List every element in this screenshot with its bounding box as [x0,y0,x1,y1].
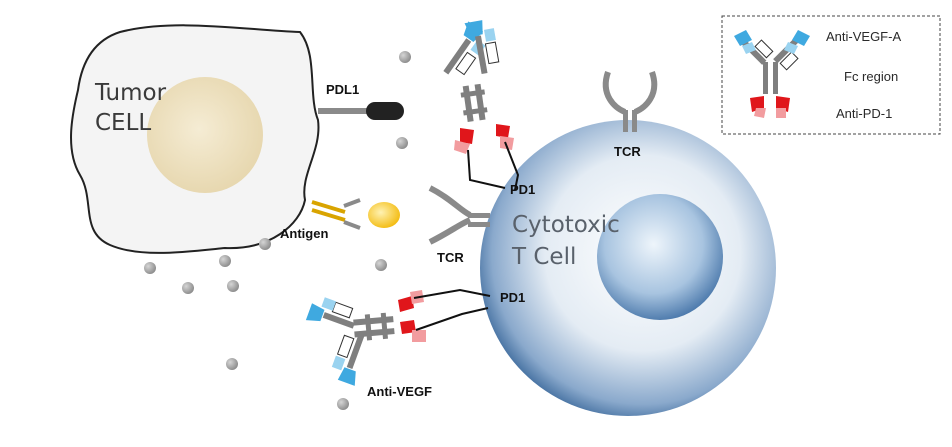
tcr-left-label: TCR [437,250,464,265]
antigen-complex: Antigen [280,198,400,241]
vegf-particle [337,398,349,410]
vegf-particles [144,51,411,410]
vegf-particle [227,280,239,292]
antigen-bulb [368,202,400,228]
legend-antibody-icon [734,30,810,118]
pd1-upper-label: PD1 [510,182,535,197]
t-cell-label-line2: T Cell [511,244,576,270]
vegf-particle [182,282,194,294]
t-cell-label-line1: Cytotoxic [512,212,620,238]
anti-vegf-label: Anti-VEGF [367,384,432,399]
t-cell: Cytotoxic T Cell [480,120,776,416]
tcr-top: TCR [602,71,658,159]
legend-label-anti-vegf-a: Anti-VEGF-A [826,29,901,44]
tumor-label-line1: Tumor [94,80,167,106]
vegf-particle [399,51,411,63]
tcr-top-label: TCR [614,144,641,159]
tumor-label-line2: CELL [95,110,151,136]
bispecific-antibody-lower: PD1 Anti-VEGF [305,288,525,399]
legend-label-fc-region: Fc region [844,69,898,84]
vegf-particle [396,137,408,149]
vegf-particle [144,262,156,274]
pdl1-label: PDL1 [326,82,359,97]
tumor-cell: Tumor CELL [70,24,320,254]
vegf-particle [226,358,238,370]
legend: Anti-VEGF-A Fc region Anti-PD-1 [721,15,941,135]
pd1-lower-label: PD1 [500,290,525,305]
tumor-nucleus [147,77,263,193]
tcr-left: TCR [428,185,490,265]
vegf-particle [375,259,387,271]
antigen-label: Antigen [280,226,328,241]
bispecific-antibody-upper: PD1 [443,20,535,197]
pdl1-receptor: PDL1 [318,82,404,120]
legend-label-anti-pd-1: Anti-PD-1 [836,106,892,121]
vegf-particle [259,238,271,250]
vegf-particle [219,255,231,267]
legend-blue-fab-icon [734,30,752,46]
t-cell-nucleus [597,194,723,320]
